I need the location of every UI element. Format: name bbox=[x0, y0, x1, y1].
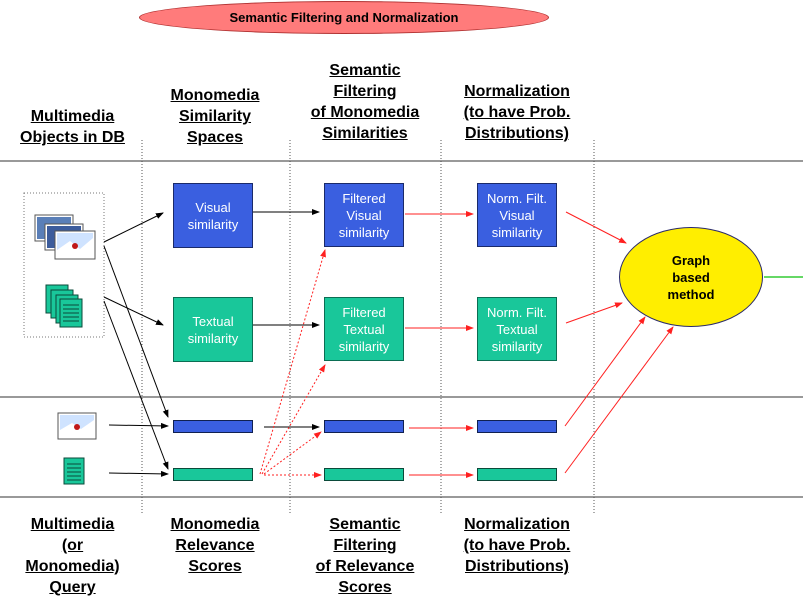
arrow-db-to-textual-bar bbox=[103, 300, 169, 470]
box-line: Textual bbox=[192, 313, 234, 329]
header-line: Multimedia bbox=[30, 108, 115, 125]
header-line: Monomedia bbox=[170, 87, 260, 104]
header-line: Multimedia bbox=[30, 516, 115, 533]
header-normalization-bottom: Normalization (to have Prob. Distributio… bbox=[443, 514, 591, 577]
graph-line: Graph bbox=[671, 252, 711, 268]
header-line: of Monomedia bbox=[310, 104, 420, 121]
header-line: Scores bbox=[188, 558, 242, 575]
red-arrow-norm-textual-to-graph bbox=[565, 302, 623, 324]
header-relevance-scores: Monomedia Relevance Scores bbox=[150, 514, 280, 577]
red-arrow-norm-visual-to-graph bbox=[565, 211, 627, 244]
box-line: Filtered bbox=[342, 304, 386, 320]
header-line: (or bbox=[61, 537, 84, 554]
query-image-icon bbox=[57, 412, 97, 440]
red-dotted-to-filtered-visual bbox=[259, 249, 326, 475]
header-semantic-relevance: Semantic Filtering of Relevance Scores bbox=[294, 514, 436, 598]
box-line: similarity bbox=[491, 338, 543, 354]
graph-line: method bbox=[667, 286, 715, 302]
header-line: Relevance bbox=[175, 537, 255, 554]
header-line: Normalization bbox=[464, 516, 570, 533]
header-line: (to have Prob. bbox=[463, 104, 571, 121]
box-line: Norm. Filt. bbox=[487, 304, 547, 320]
box-line: similarity bbox=[187, 330, 239, 346]
diagram-title-text: Semantic Filtering and Normalization bbox=[229, 10, 459, 25]
query-document-icon bbox=[63, 457, 85, 485]
header-line: Similarities bbox=[322, 125, 408, 142]
header-line: Query bbox=[49, 579, 96, 596]
graph-line: based bbox=[672, 269, 710, 285]
header-line: (to have Prob. bbox=[463, 537, 571, 554]
box-line: similarity bbox=[338, 338, 390, 354]
filtered-visual-score-bar bbox=[324, 420, 404, 433]
textual-score-bar bbox=[173, 468, 253, 481]
norm-visual-score-bar bbox=[477, 420, 557, 433]
box-line: similarity bbox=[491, 224, 543, 240]
header-line: Similarity bbox=[178, 108, 252, 125]
arrow-query-image bbox=[108, 422, 169, 429]
arrow-db-to-visual bbox=[103, 212, 164, 243]
header-line: Semantic bbox=[329, 62, 401, 79]
filtered-textual-score-bar bbox=[324, 468, 404, 481]
header-query: Multimedia (or Monomedia) Query bbox=[5, 514, 140, 598]
box-line: Visual bbox=[499, 207, 535, 223]
header-objects-in-db: Multimedia Objects in DB bbox=[5, 106, 140, 148]
diagram-title: Semantic Filtering and Normalization bbox=[139, 1, 549, 34]
header-line: Scores bbox=[338, 579, 392, 596]
red-dotted-to-visual-bar bbox=[263, 431, 322, 475]
box-line: Visual bbox=[346, 207, 382, 223]
header-line: Monomedia bbox=[170, 516, 260, 533]
image-stack-icon bbox=[34, 214, 96, 260]
box-line: Norm. Filt. bbox=[487, 190, 547, 206]
header-line: Monomedia) bbox=[25, 558, 120, 575]
box-line: Visual bbox=[195, 199, 231, 215]
box-line: Textual bbox=[496, 321, 538, 337]
header-line: Objects in DB bbox=[20, 129, 125, 146]
box-line: Textual bbox=[343, 321, 385, 337]
header-line: Filtering bbox=[333, 537, 397, 554]
header-semantic-filtering: Semantic Filtering of Monomedia Similari… bbox=[294, 60, 436, 144]
header-line: Distributions) bbox=[465, 125, 569, 142]
arrow-query-doc bbox=[108, 470, 169, 477]
box-line: similarity bbox=[187, 216, 239, 232]
db-objects-frame bbox=[23, 192, 105, 338]
header-line: of Relevance bbox=[315, 558, 415, 575]
arrow-db-to-textual bbox=[103, 296, 164, 326]
red-arrow-textual-bar-to-graph bbox=[564, 326, 674, 474]
header-line: Spaces bbox=[186, 129, 244, 146]
header-line: Normalization bbox=[464, 83, 570, 100]
norm-textual-score-bar bbox=[477, 468, 557, 481]
box-line: similarity bbox=[338, 224, 390, 240]
header-line: Distributions) bbox=[465, 558, 569, 575]
visual-score-bar bbox=[173, 420, 253, 433]
header-line: Filtering bbox=[333, 83, 397, 100]
arrow-db-to-visual-bar bbox=[103, 245, 169, 418]
box-line: Filtered bbox=[342, 190, 386, 206]
red-arrow-visual-bar-to-graph bbox=[564, 316, 646, 427]
header-line: Semantic bbox=[329, 516, 401, 533]
document-stack-icon bbox=[45, 284, 83, 328]
header-normalization: Normalization (to have Prob. Distributio… bbox=[443, 81, 591, 144]
red-dotted-to-filtered-textual bbox=[261, 364, 326, 475]
header-similarity-spaces: Monomedia Similarity Spaces bbox=[150, 85, 280, 148]
